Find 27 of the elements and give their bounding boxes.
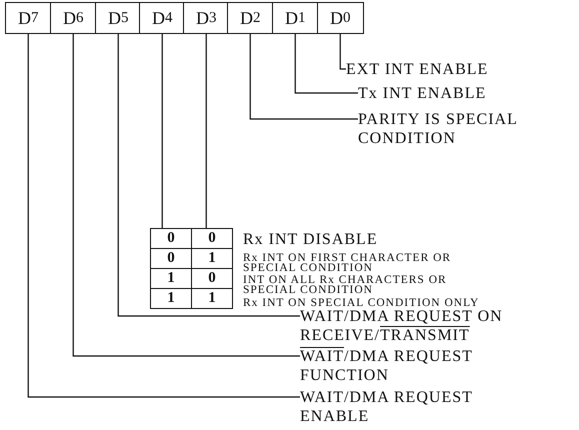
- connector-line: [118, 34, 300, 317]
- option-description: INT ON ALL Rx CHARACTERS OR SPECIAL CONDITION: [243, 275, 448, 295]
- connector-line: [28, 34, 300, 398]
- table-cell: 1: [150, 268, 192, 288]
- bit-description: EXT INT ENABLE: [346, 60, 566, 79]
- connector-line: [206, 34, 207, 228]
- connector-line: [162, 34, 163, 228]
- connector-line: [72, 34, 300, 357]
- truth-table: [150, 228, 233, 309]
- table-cell: 1: [192, 248, 232, 268]
- table-cell: 0: [192, 268, 232, 288]
- bit-description: Tx INT ENABLE: [358, 84, 568, 103]
- table-cell: 0: [150, 228, 192, 248]
- connector-line: [294, 34, 358, 94]
- bit-description: WAIT/DMA REQUEST ON RECEIVE/TRANSMIT: [300, 307, 555, 345]
- table-cell: 0: [192, 228, 232, 248]
- option-description: Rx INT DISABLE: [243, 231, 379, 249]
- table-cell: 1: [150, 288, 192, 308]
- bit-description: PARITY IS SPECIAL CONDITION: [358, 110, 553, 148]
- table-cell: 1: [192, 288, 232, 308]
- bit-description: WAIT/DMA REQUEST FUNCTION: [300, 347, 490, 385]
- option-description: Rx INT ON SPECIAL CONDITION ONLY: [243, 298, 480, 308]
- table-cell: 0: [150, 248, 192, 268]
- connector-line: [250, 34, 358, 120]
- option-description: Rx INT ON FIRST CHARACTER OR SPECIAL CONDITION: [243, 253, 452, 273]
- connector-line: [340, 34, 346, 70]
- bit-description: WAIT/DMA REQUEST ENABLE: [300, 388, 490, 426]
